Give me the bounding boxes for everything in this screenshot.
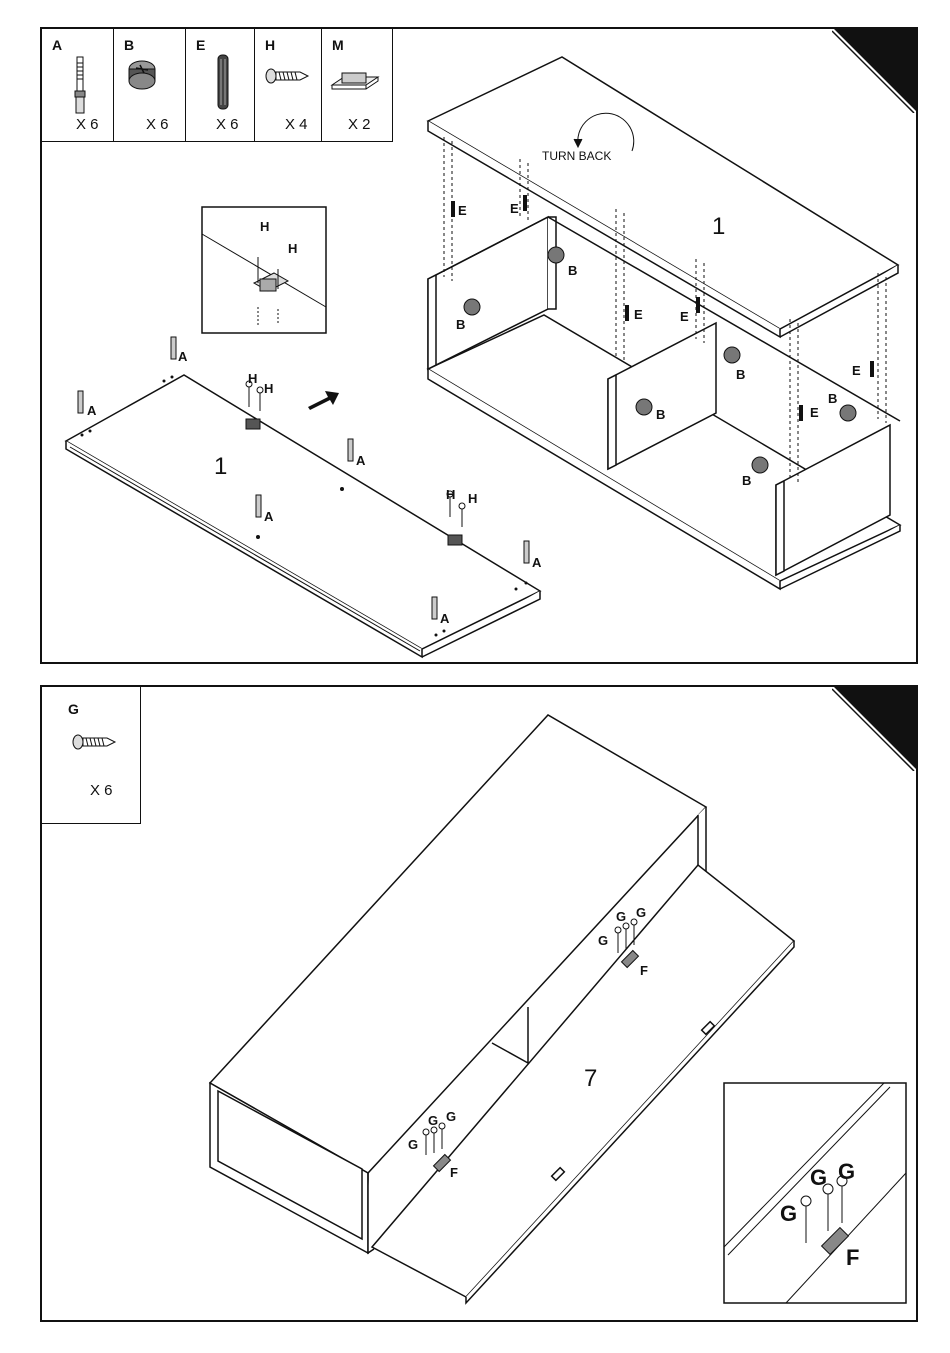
- label-g: G: [838, 1159, 855, 1185]
- turn-back-label: TURN BACK: [542, 149, 611, 163]
- label-f: F: [640, 963, 648, 978]
- label-b: B: [456, 317, 465, 332]
- assembly-step-2: G X 6: [40, 685, 918, 1322]
- label-b: B: [828, 391, 837, 406]
- label-a: A: [87, 403, 96, 418]
- step1-drawing: [42, 29, 918, 664]
- panel-number-left: 1: [214, 453, 227, 481]
- label-e: E: [852, 363, 861, 378]
- label-g: G: [428, 1113, 438, 1128]
- label-h: H: [288, 241, 297, 256]
- bottom-panel-1: [66, 375, 540, 657]
- label-g: G: [810, 1165, 827, 1191]
- direction-arrow: [308, 391, 339, 410]
- label-g: G: [408, 1137, 418, 1152]
- label-e: E: [510, 201, 519, 216]
- label-e: E: [810, 405, 819, 420]
- label-b: B: [742, 473, 751, 488]
- label-a: A: [356, 453, 365, 468]
- panel-number-7: 7: [584, 1065, 597, 1093]
- hinge-detail-inset: [724, 1083, 906, 1303]
- label-h: H: [446, 487, 455, 502]
- label-h: H: [260, 219, 269, 234]
- label-e: E: [634, 307, 643, 322]
- label-a: A: [440, 611, 449, 626]
- label-g: G: [598, 933, 608, 948]
- label-h: H: [248, 371, 257, 386]
- label-h: H: [468, 491, 477, 506]
- label-a: A: [532, 555, 541, 570]
- label-a: A: [264, 509, 273, 524]
- label-b: B: [656, 407, 665, 422]
- label-g: G: [636, 905, 646, 920]
- label-g: G: [780, 1201, 797, 1227]
- assembly-step-1: A X 6 B X 6 E X 6: [40, 27, 918, 664]
- label-b: B: [736, 367, 745, 382]
- label-b: B: [568, 263, 577, 278]
- label-g: G: [616, 909, 626, 924]
- label-e: E: [458, 203, 467, 218]
- label-f: F: [846, 1245, 859, 1271]
- label-e: E: [680, 309, 689, 324]
- label-a: A: [178, 349, 187, 364]
- label-f: F: [450, 1165, 458, 1180]
- label-h: H: [264, 381, 273, 396]
- label-g: G: [446, 1109, 456, 1124]
- panel-number-right: 1: [712, 213, 725, 241]
